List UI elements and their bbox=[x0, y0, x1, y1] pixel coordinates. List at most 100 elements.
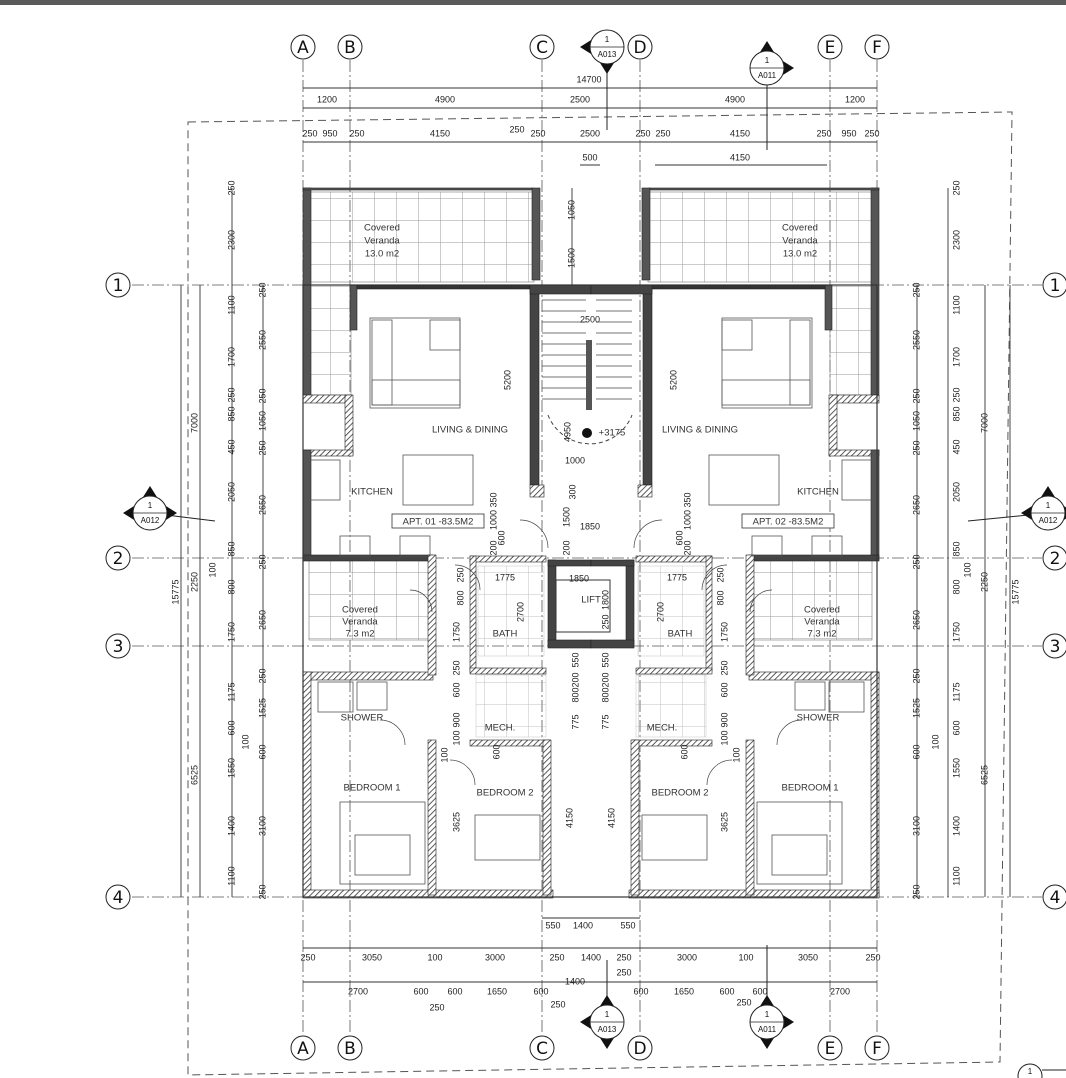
dimension-label: 1200 bbox=[317, 94, 337, 104]
dimension-label: 1750 bbox=[226, 622, 236, 642]
dimension-label: 250 bbox=[911, 282, 921, 297]
dimension-label: 1100 bbox=[951, 866, 961, 885]
dimension-label: 250 bbox=[349, 128, 364, 138]
dimension-label: 2300 bbox=[951, 230, 961, 250]
dimension-label: 1650 bbox=[487, 986, 507, 996]
dimension-label: 900 bbox=[719, 712, 729, 727]
dimension-label: 800 bbox=[951, 579, 961, 594]
lift-car bbox=[555, 579, 611, 633]
grid-bubble-D bbox=[627, 34, 653, 60]
dimension-label: 4900 bbox=[435, 94, 455, 104]
dimension-label: 550 bbox=[570, 652, 580, 667]
dimension-label: 250 bbox=[616, 967, 631, 977]
furniture bbox=[708, 454, 780, 506]
dimension-label: 1400 bbox=[565, 976, 585, 986]
dimension-label: 100 bbox=[427, 952, 442, 962]
room-label: LIVING & DINING bbox=[662, 425, 738, 436]
dimension-label: 3100 bbox=[257, 816, 267, 836]
dimension-label: 2650 bbox=[257, 610, 267, 630]
dimension-label: 250 bbox=[550, 999, 565, 1009]
dimension-label: 100 bbox=[439, 747, 449, 762]
grid-bubble-1 bbox=[1042, 272, 1066, 298]
furniture bbox=[721, 317, 813, 409]
dimension-label: 250 bbox=[951, 180, 961, 195]
dimension-label: 600 bbox=[451, 682, 461, 697]
dimension-label: 1800 bbox=[600, 590, 610, 610]
room-label: Veranda bbox=[342, 617, 378, 628]
wall bbox=[830, 394, 880, 404]
room-label: BEDROOM 1 bbox=[343, 783, 400, 794]
stair-landing-arc bbox=[547, 414, 633, 445]
dimension-label: 200 bbox=[682, 540, 692, 555]
dimension-label: 2650 bbox=[257, 495, 267, 515]
section-number: 1 bbox=[1046, 501, 1051, 510]
dimension-label: 250 bbox=[257, 282, 267, 297]
building-outline bbox=[302, 284, 878, 898]
grid-bubble-B bbox=[337, 34, 363, 60]
grid-label-A: A bbox=[297, 38, 309, 58]
dimension-label: 1100 bbox=[226, 295, 236, 314]
veranda-tiles bbox=[308, 559, 430, 641]
dimension-label: 800 bbox=[600, 687, 610, 702]
wall bbox=[529, 284, 592, 295]
room-label: BEDROOM 1 bbox=[781, 783, 838, 794]
dimension-label: 800 bbox=[455, 590, 465, 605]
dimension-label: 1400 bbox=[573, 920, 593, 930]
dimension-label: 600 bbox=[496, 530, 506, 545]
room-label: 13.0 m2 bbox=[783, 249, 817, 260]
grid-bubble-C bbox=[529, 1035, 555, 1061]
dimension-label: 600 bbox=[533, 986, 548, 996]
dimension-label: 3050 bbox=[798, 952, 818, 962]
dimension-label: 250 bbox=[257, 554, 267, 569]
dimension-label: 350 bbox=[488, 492, 498, 507]
dimension-label: 2500 bbox=[570, 94, 590, 104]
wall bbox=[529, 284, 540, 486]
section-sheet: A011 bbox=[758, 1025, 777, 1034]
wall bbox=[870, 671, 880, 898]
dimension-label: 1000 bbox=[488, 510, 498, 530]
dimension-label: 100 bbox=[451, 730, 461, 745]
section-sheet: A012 bbox=[1039, 516, 1058, 525]
dimension-label: 600 bbox=[413, 986, 428, 996]
dimension-label: 250 bbox=[911, 884, 921, 899]
dimension-label: 250 bbox=[911, 388, 921, 403]
dimension-label: 500 bbox=[582, 152, 597, 162]
level-marker-icon bbox=[582, 428, 592, 438]
dimension-label: 4150 bbox=[564, 808, 574, 828]
wall bbox=[529, 484, 545, 498]
dimension-label: 1525 bbox=[257, 698, 267, 718]
furniture bbox=[841, 459, 873, 501]
dimension-label: 350 bbox=[682, 492, 692, 507]
grid-bubble-A bbox=[290, 34, 316, 60]
furniture bbox=[789, 319, 811, 406]
dimension-label: 15775 bbox=[170, 579, 180, 604]
wall bbox=[642, 284, 653, 486]
door-swing bbox=[706, 759, 733, 786]
dimension-label: 1700 bbox=[226, 347, 236, 367]
dimension-label: 250 bbox=[455, 567, 465, 582]
dimension-label: 250 bbox=[616, 952, 631, 962]
section-number: 1 bbox=[148, 501, 153, 510]
wall bbox=[531, 187, 541, 281]
grid-label-E: E bbox=[825, 1039, 836, 1059]
grid-label-B: B bbox=[344, 38, 356, 58]
section-number: 1 bbox=[605, 35, 610, 44]
wall bbox=[344, 394, 354, 456]
furniture bbox=[641, 814, 708, 861]
room-label: MECH. bbox=[485, 723, 516, 734]
room-label: Covered bbox=[782, 223, 818, 234]
furniture bbox=[751, 535, 783, 557]
wall bbox=[302, 187, 534, 191]
dimension-label: 1000 bbox=[682, 510, 692, 530]
dimension-label: 950 bbox=[841, 128, 856, 138]
level-label: +3175 bbox=[599, 428, 626, 439]
dimension-label: 600 bbox=[951, 720, 961, 735]
dimension-label: 200 bbox=[600, 672, 610, 687]
dimension-label: 250 bbox=[429, 1002, 444, 1012]
dimension-label: 600 bbox=[752, 986, 767, 996]
dimension-label: 550 bbox=[620, 920, 635, 930]
dimension-label: 250 bbox=[951, 387, 961, 402]
wall bbox=[302, 187, 312, 399]
dimension-label: 1000 bbox=[565, 455, 585, 465]
dimension-label: 100 bbox=[930, 734, 940, 749]
